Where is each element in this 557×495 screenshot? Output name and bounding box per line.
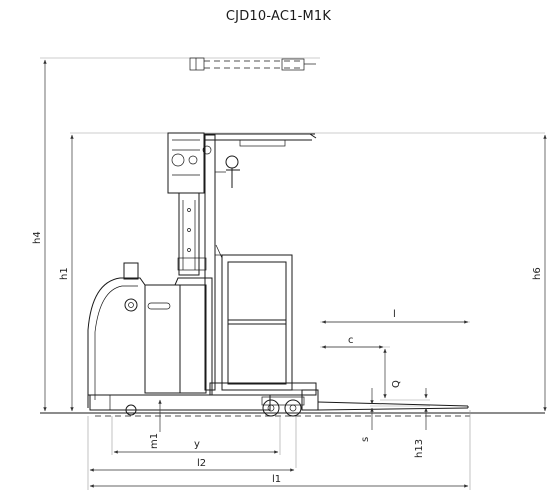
dim-label-h6: h6: [532, 267, 543, 280]
dim-label-l: l: [393, 309, 396, 320]
horizontal-dimensions: [87, 320, 471, 490]
mast: [167, 132, 216, 391]
dim-label-s: s: [360, 437, 371, 442]
dim-label-y: y: [194, 439, 200, 450]
operator-cage: [215, 244, 293, 391]
dim-label-c: c: [348, 335, 354, 346]
truck-body: [87, 257, 271, 411]
platform-floor: [209, 382, 317, 396]
wheels: [125, 396, 305, 417]
dim-label-l1: l1: [272, 474, 281, 485]
dim-label-Q: Q: [391, 380, 402, 388]
dim-label-h13: h13: [414, 439, 425, 458]
steering-handle: [215, 155, 240, 188]
raised-platform-outline: [189, 57, 316, 71]
vertical-dimensions: [43, 59, 547, 432]
platform-roof: [204, 133, 317, 147]
dim-label-h4: h4: [32, 231, 43, 244]
forks: [301, 389, 469, 411]
dim-label-l2: l2: [197, 458, 206, 469]
dim-label-m1: m1: [149, 433, 160, 449]
model-title: CJD10-AC1-M1K: [225, 9, 332, 24]
dim-label-h1: h1: [59, 267, 70, 280]
